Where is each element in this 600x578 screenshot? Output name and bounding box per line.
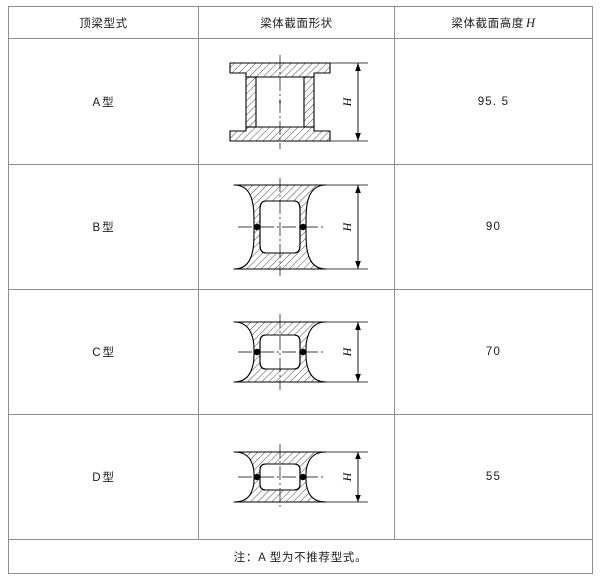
dimension-label-h-b: H xyxy=(340,221,354,232)
beam-type-suffix-c: 型 xyxy=(102,347,115,359)
dimension-label-h-d: H xyxy=(340,471,354,482)
cell-height-d: 55 xyxy=(394,414,593,540)
beam-section-b-rounded-box-tall-icon: H xyxy=(232,178,368,276)
beam-type-suffix-d: 型 xyxy=(102,472,115,484)
figure-beam-section-d: H xyxy=(199,438,394,516)
dimension-label-h-a: H xyxy=(340,96,354,107)
figure-beam-section-b: H xyxy=(199,173,394,281)
cell-height-b: 90 xyxy=(394,164,593,290)
header-cell-beam-type: 顶梁型式 xyxy=(8,6,199,39)
header-label-section-shape: 梁体截面形状 xyxy=(260,17,333,30)
cell-height-a: 95. 5 xyxy=(394,38,593,165)
cell-figure-c: H xyxy=(198,289,395,415)
cell-figure-b: H xyxy=(198,164,395,290)
table-note: 注：A 型为不推荐型式。 xyxy=(8,539,593,574)
cell-height-c: 70 xyxy=(394,289,593,415)
beam-type-letter-d: D xyxy=(92,472,101,484)
cell-figure-a: H xyxy=(198,38,395,165)
beam-type-letter-b: B xyxy=(92,222,101,234)
header-cell-section-shape: 梁体截面形状 xyxy=(198,6,395,39)
beam-type-letter-a: A xyxy=(92,96,101,109)
figure-beam-section-a: H xyxy=(199,47,394,157)
header-label-section-height: 梁体截面高度 xyxy=(451,17,524,30)
header-label-beam-type: 顶梁型式 xyxy=(79,17,128,30)
beam-section-c-rounded-box-medium-icon: H xyxy=(232,314,368,390)
beam-type-letter-c: C xyxy=(92,347,101,359)
header-symbol-h: H xyxy=(525,15,536,30)
beam-section-a-i-shape-icon: H xyxy=(228,54,368,149)
figure-beam-section-c: H xyxy=(199,308,394,396)
dimension-label-h-c: H xyxy=(340,346,354,357)
beam-type-suffix-a: 型 xyxy=(102,96,115,109)
cell-figure-d: H xyxy=(198,414,395,540)
beam-type-suffix-b: 型 xyxy=(102,222,115,234)
table-note-row: 注：A 型为不推荐型式。 xyxy=(8,539,593,574)
beam-section-d-rounded-box-short-icon: H xyxy=(232,444,368,510)
